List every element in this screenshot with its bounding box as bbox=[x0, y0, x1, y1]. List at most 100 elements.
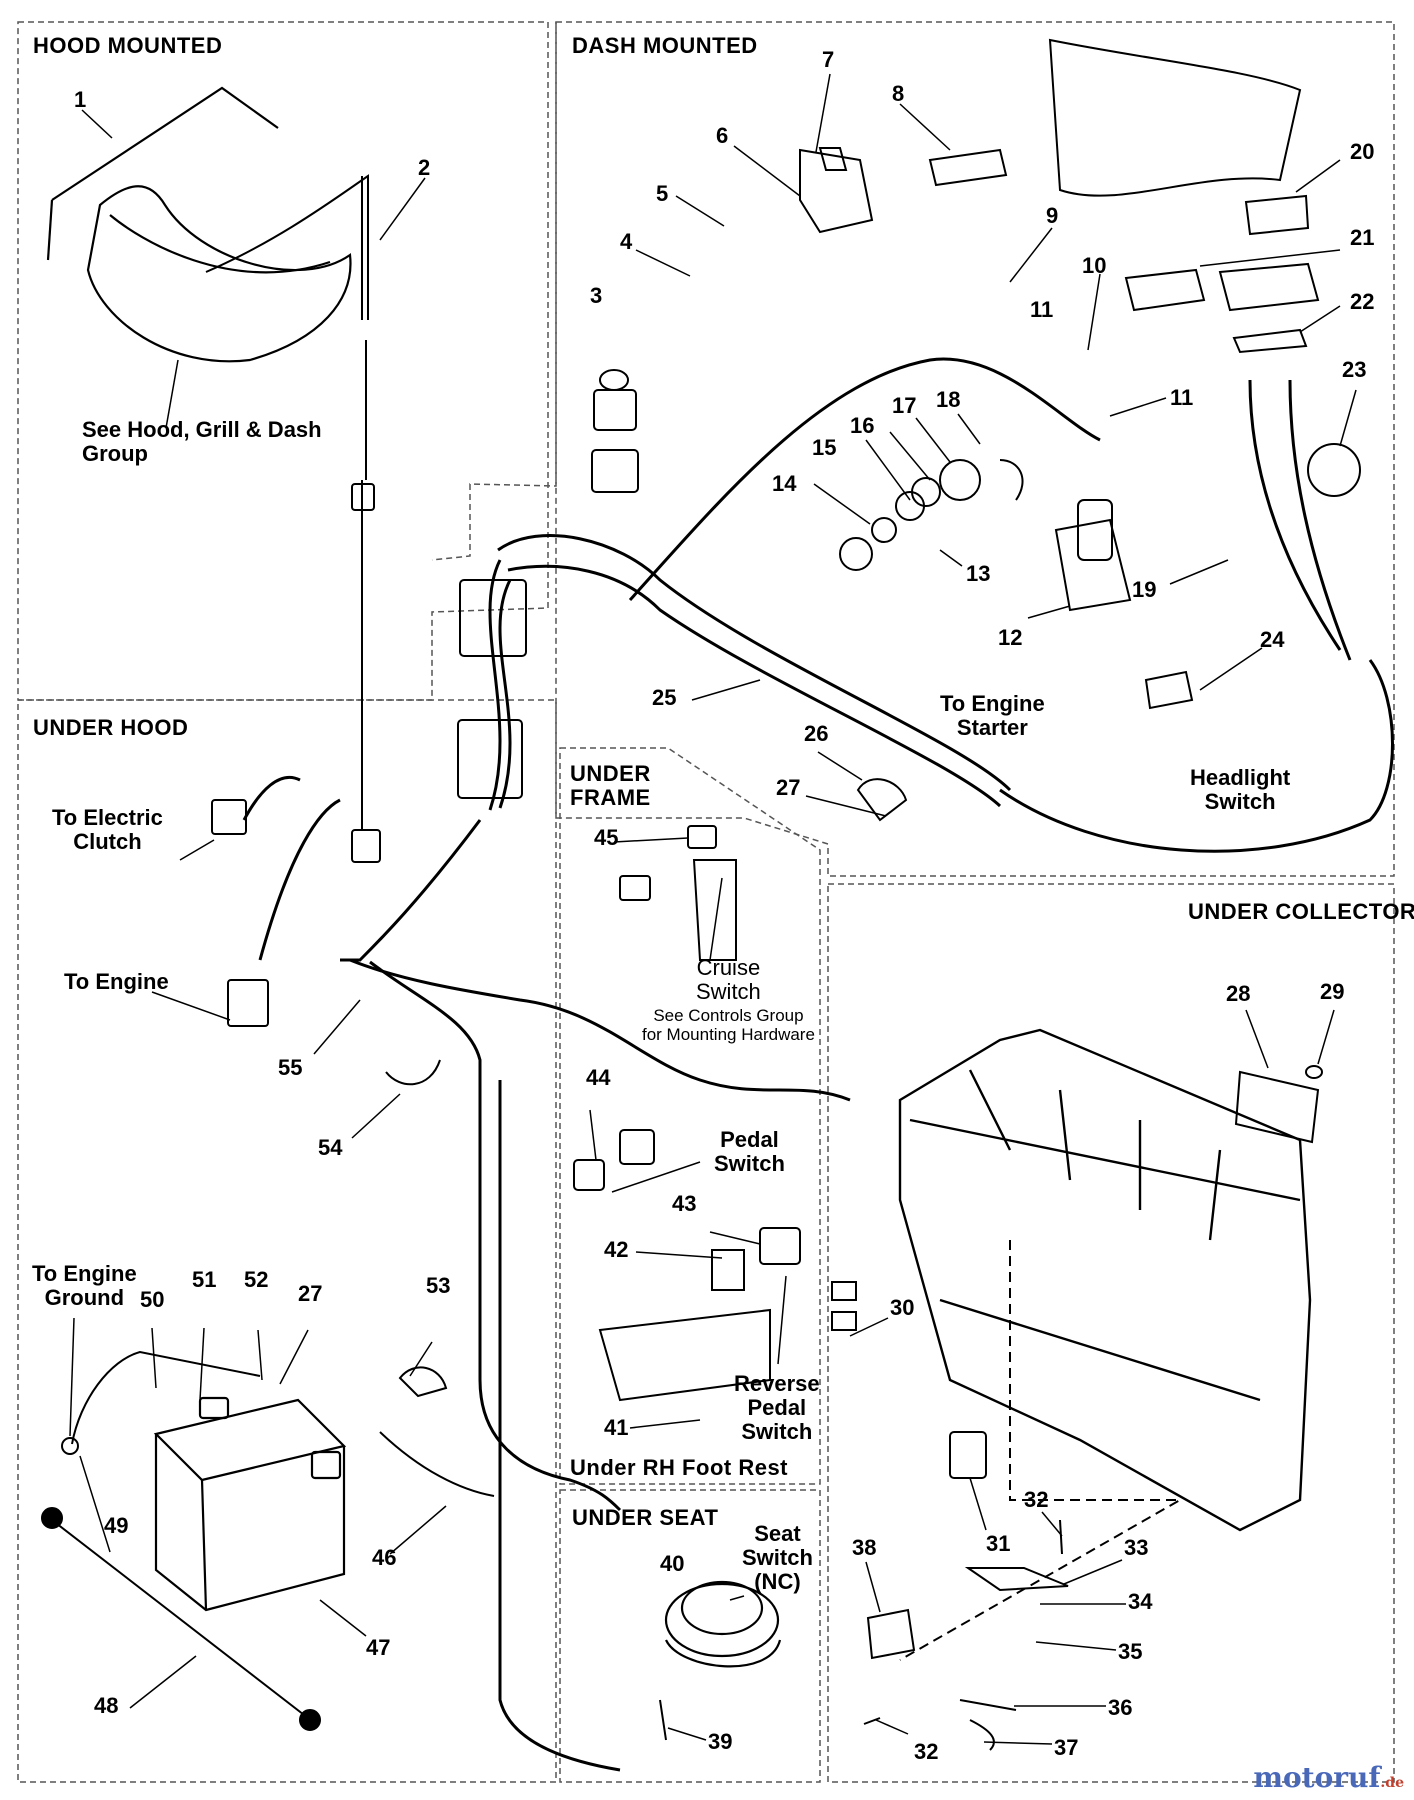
part-number: 54 bbox=[318, 1135, 343, 1160]
part-number: 3 bbox=[590, 283, 603, 308]
part-number: 28 bbox=[1226, 981, 1251, 1006]
part-number: 10 bbox=[1082, 253, 1107, 278]
screw-32b bbox=[863, 1717, 881, 1725]
section-hood-mounted: HOOD MOUNTED bbox=[33, 33, 223, 58]
part-number: 17 bbox=[892, 393, 917, 418]
section-under-frame: UNDER FRAME bbox=[570, 761, 651, 810]
callout-to-engine: To Engine bbox=[64, 969, 169, 994]
cruise-switch-45 bbox=[619, 825, 737, 961]
part-number: 32 bbox=[1024, 1487, 1049, 1512]
part-number: 41 bbox=[604, 1415, 629, 1440]
section-under-collector: UNDER COLLECTOR bbox=[1188, 899, 1414, 924]
headlight-switch-24 bbox=[1144, 670, 1194, 710]
watermark: motoruf.de bbox=[1253, 1761, 1404, 1794]
section-borders bbox=[17, 21, 1395, 1783]
ground-cable bbox=[71, 1350, 261, 1445]
part-number: 44 bbox=[586, 1065, 611, 1090]
plug-21a bbox=[1124, 268, 1206, 312]
watermark-suffix: .de bbox=[1380, 1775, 1404, 1791]
part-number: 11 bbox=[1030, 297, 1054, 322]
part-number: 27 bbox=[298, 1281, 323, 1306]
part-number: 14 bbox=[772, 471, 797, 496]
battery-47 bbox=[153, 1396, 347, 1612]
pin-37 bbox=[969, 1719, 995, 1751]
latch-33 bbox=[964, 1567, 1069, 1592]
part-number: 48 bbox=[94, 1693, 119, 1718]
screw-39 bbox=[659, 1699, 667, 1741]
part-number: 26 bbox=[804, 721, 829, 746]
part-number: 42 bbox=[604, 1237, 629, 1262]
section-under-rh-foot-rest: Under RH Foot Rest bbox=[570, 1455, 788, 1480]
screw-32 bbox=[1059, 1519, 1063, 1555]
part-number: 31 bbox=[986, 1531, 1011, 1556]
part-number: 8 bbox=[892, 81, 905, 106]
part-number: 34 bbox=[1128, 1589, 1153, 1614]
part-number: 53 bbox=[426, 1273, 451, 1298]
part-number: 52 bbox=[244, 1267, 269, 1292]
part-number: 15 bbox=[812, 435, 837, 460]
part-number: 4 bbox=[620, 229, 633, 254]
plate-28 bbox=[1234, 1070, 1320, 1144]
part-number: 33 bbox=[1124, 1535, 1149, 1560]
hood-piece bbox=[46, 86, 352, 363]
callout-see-controls: See Controls Group for Mounting Hardware bbox=[642, 1006, 815, 1044]
leader-lines bbox=[69, 73, 1357, 1745]
connector-31 bbox=[949, 1431, 987, 1479]
section-under-hood: UNDER HOOD bbox=[33, 715, 189, 740]
plug-21b bbox=[1218, 262, 1320, 312]
collector-frame bbox=[898, 1028, 1312, 1532]
solenoid-12 bbox=[1054, 499, 1132, 612]
washer-29 bbox=[1305, 1065, 1323, 1079]
cruise-stack-13-18 bbox=[839, 459, 1024, 571]
callout-electric-clutch: To Electric Clutch bbox=[52, 805, 163, 854]
dashed-link bbox=[899, 1240, 1184, 1661]
part-number: 22 bbox=[1350, 289, 1375, 314]
positive-cable-46 bbox=[379, 1431, 495, 1497]
watermark-main: motoruf bbox=[1253, 1761, 1381, 1794]
cable-tie-54 bbox=[385, 1059, 441, 1086]
callout-headlight-switch: Headlight Switch bbox=[1190, 765, 1291, 814]
part-number: 46 bbox=[372, 1545, 397, 1570]
boot-26 bbox=[856, 778, 908, 822]
dash-panel bbox=[1048, 38, 1302, 197]
part-number: 9 bbox=[1046, 203, 1059, 228]
bracket-22 bbox=[1232, 328, 1308, 354]
blank-plug bbox=[928, 148, 1008, 187]
part-number: 23 bbox=[1342, 357, 1367, 382]
hood-wire bbox=[205, 174, 375, 830]
reverse-bracket-42-43 bbox=[598, 1227, 801, 1402]
part-number: 27 bbox=[776, 775, 801, 800]
callout-pedal-switch: Pedal Switch bbox=[714, 1127, 785, 1176]
part-number: 25 bbox=[652, 685, 677, 710]
pedal-switch-44 bbox=[573, 1129, 655, 1191]
callout-reverse-pedal-switch: Reverse Pedal Switch bbox=[734, 1371, 820, 1444]
plug-20 bbox=[1244, 194, 1310, 236]
part-number: 24 bbox=[1260, 627, 1285, 652]
seat-switch-40 bbox=[664, 1580, 782, 1668]
section-under-seat: UNDER SEAT bbox=[572, 1505, 719, 1530]
part-number: 20 bbox=[1350, 139, 1375, 164]
part-number: 1 bbox=[74, 87, 87, 112]
rod-36 bbox=[959, 1699, 1017, 1711]
part-number: 12 bbox=[998, 625, 1023, 650]
bracket-38 bbox=[866, 1608, 916, 1660]
part-number: 50 bbox=[140, 1287, 165, 1312]
part-number: 32 bbox=[914, 1739, 939, 1764]
part-number: 37 bbox=[1054, 1735, 1079, 1760]
part-number: 19 bbox=[1132, 577, 1157, 602]
ground-terminal-49 bbox=[61, 1437, 79, 1455]
part-number: 51 bbox=[192, 1267, 217, 1292]
part-number: 47 bbox=[366, 1635, 391, 1660]
part-number: 16 bbox=[850, 413, 875, 438]
callout-cruise-switch: Cruise Switch bbox=[696, 955, 761, 1004]
pto-switch-3 bbox=[591, 369, 639, 493]
part-number: 29 bbox=[1320, 979, 1345, 1004]
part-number: 49 bbox=[104, 1513, 129, 1538]
part-number: 13 bbox=[966, 561, 991, 586]
alarm-23 bbox=[1307, 443, 1361, 497]
section-dash-mounted: DASH MOUNTED bbox=[572, 33, 758, 58]
callout-engine-starter: To Engine Starter bbox=[940, 691, 1045, 740]
part-number: 7 bbox=[822, 47, 835, 72]
part-number: 39 bbox=[708, 1729, 733, 1754]
